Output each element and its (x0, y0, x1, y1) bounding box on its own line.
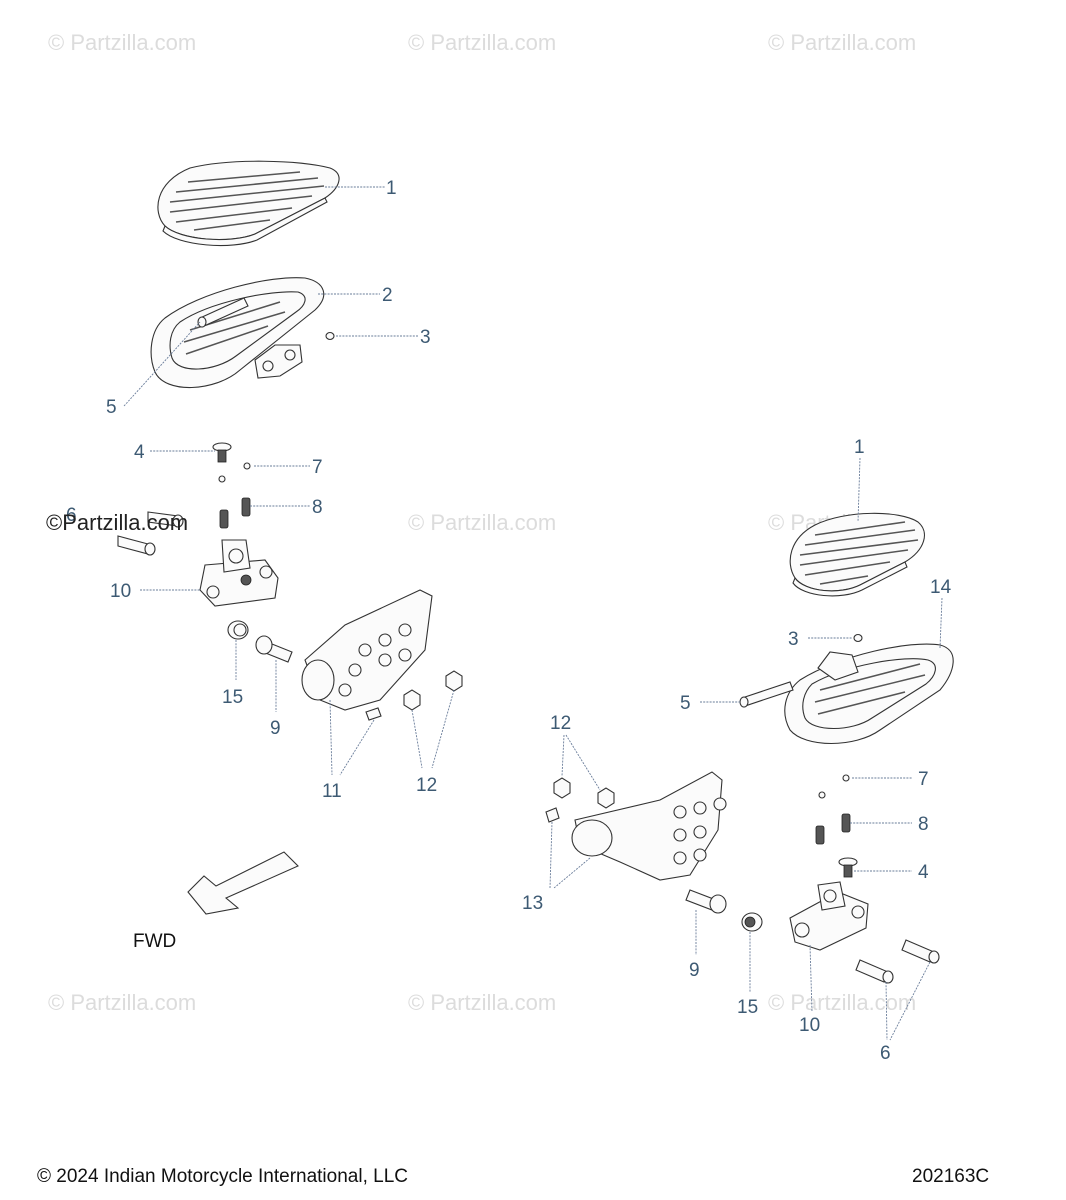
watermark: © Partzilla.com (408, 990, 557, 1015)
callout-left-8: 8 (312, 497, 323, 518)
callout-right-6: 6 (880, 1043, 891, 1064)
left-part-10-clamp (199, 539, 279, 607)
callout-right-8: 8 (918, 814, 929, 835)
right-part-1-floorboard-pad (789, 512, 925, 597)
callout-left-4: 4 (134, 442, 145, 463)
watermark: © Partzilla.com (408, 510, 557, 535)
callout-right-9: 9 (689, 960, 700, 981)
callout-right-15: 15 (737, 997, 758, 1018)
callout-left-11: 11 (322, 781, 342, 802)
left-part-4-screw (212, 442, 232, 463)
left-part-7-ball (243, 462, 251, 470)
callout-right-5: 5 (680, 693, 691, 714)
right-part-9-bolt (685, 889, 727, 914)
right-part-8-spring (815, 813, 851, 845)
right-part-3-oring (853, 633, 863, 643)
watermark: © Partzilla.com (408, 30, 557, 55)
right-part-15-plug (741, 912, 763, 932)
fwd-arrow (187, 851, 299, 915)
diagram-id: 202163C (912, 1166, 990, 1187)
watermark: © Partzilla.com (48, 30, 197, 55)
callout-left-3: 3 (420, 327, 431, 348)
callout-left-2: 2 (382, 285, 393, 306)
left-part-15-plug (227, 620, 249, 640)
copyright-text: © 2024 Indian Motorcycle International, … (37, 1166, 408, 1187)
fwd-label: FWD (133, 931, 177, 952)
left-part-6-bolt (117, 511, 184, 556)
right-part-4-screw (838, 857, 858, 878)
callout-right-14: 14 (930, 577, 952, 598)
callout-left-6: 6 (66, 505, 77, 526)
callout-right-10: 10 (799, 1015, 820, 1036)
watermark: © Partzilla.com (768, 30, 917, 55)
watermark: © Partzilla.com (768, 990, 917, 1015)
right-part-12-nut (553, 777, 615, 809)
right-part-5-pin (739, 681, 794, 708)
left-part-8-spring (219, 497, 251, 529)
right-part-10-clamp (789, 881, 869, 951)
callout-left-1: 1 (386, 178, 397, 199)
left-part-9-bolt (255, 635, 293, 663)
left-part-12-nut (403, 670, 463, 711)
callout-right-4: 4 (918, 862, 929, 883)
left-part-2-floorboard-base (150, 277, 325, 389)
callout-right-1: 1 (854, 437, 865, 458)
right-part-13-bracket (545, 771, 727, 881)
right-part-7-ball (842, 774, 850, 782)
left-part-3-oring (325, 331, 335, 341)
right-part-14-floorboard-base (784, 643, 954, 744)
callout-right-13: 13 (522, 893, 543, 914)
callout-right-7: 7 (918, 769, 929, 790)
left-part-7-ball (218, 475, 226, 483)
callout-left-12: 12 (416, 775, 437, 796)
callout-right-3: 3 (788, 629, 799, 650)
left-part-11-bracket (301, 589, 433, 721)
left-part-1-floorboard-pad (157, 160, 340, 247)
watermark-overlay: ©Partzilla.com (46, 510, 189, 535)
watermark: © Partzilla.com (48, 990, 197, 1015)
callout-right-12: 12 (550, 713, 571, 734)
callout-left-9: 9 (270, 718, 281, 739)
callout-left-7: 7 (312, 457, 323, 478)
callout-left-15: 15 (222, 687, 243, 708)
callout-left-10: 10 (110, 581, 131, 602)
callout-left-5: 5 (106, 397, 117, 418)
right-part-6-bolt (855, 939, 940, 984)
left-part-5-pin (197, 297, 249, 328)
right-part-7-ball (818, 791, 826, 799)
